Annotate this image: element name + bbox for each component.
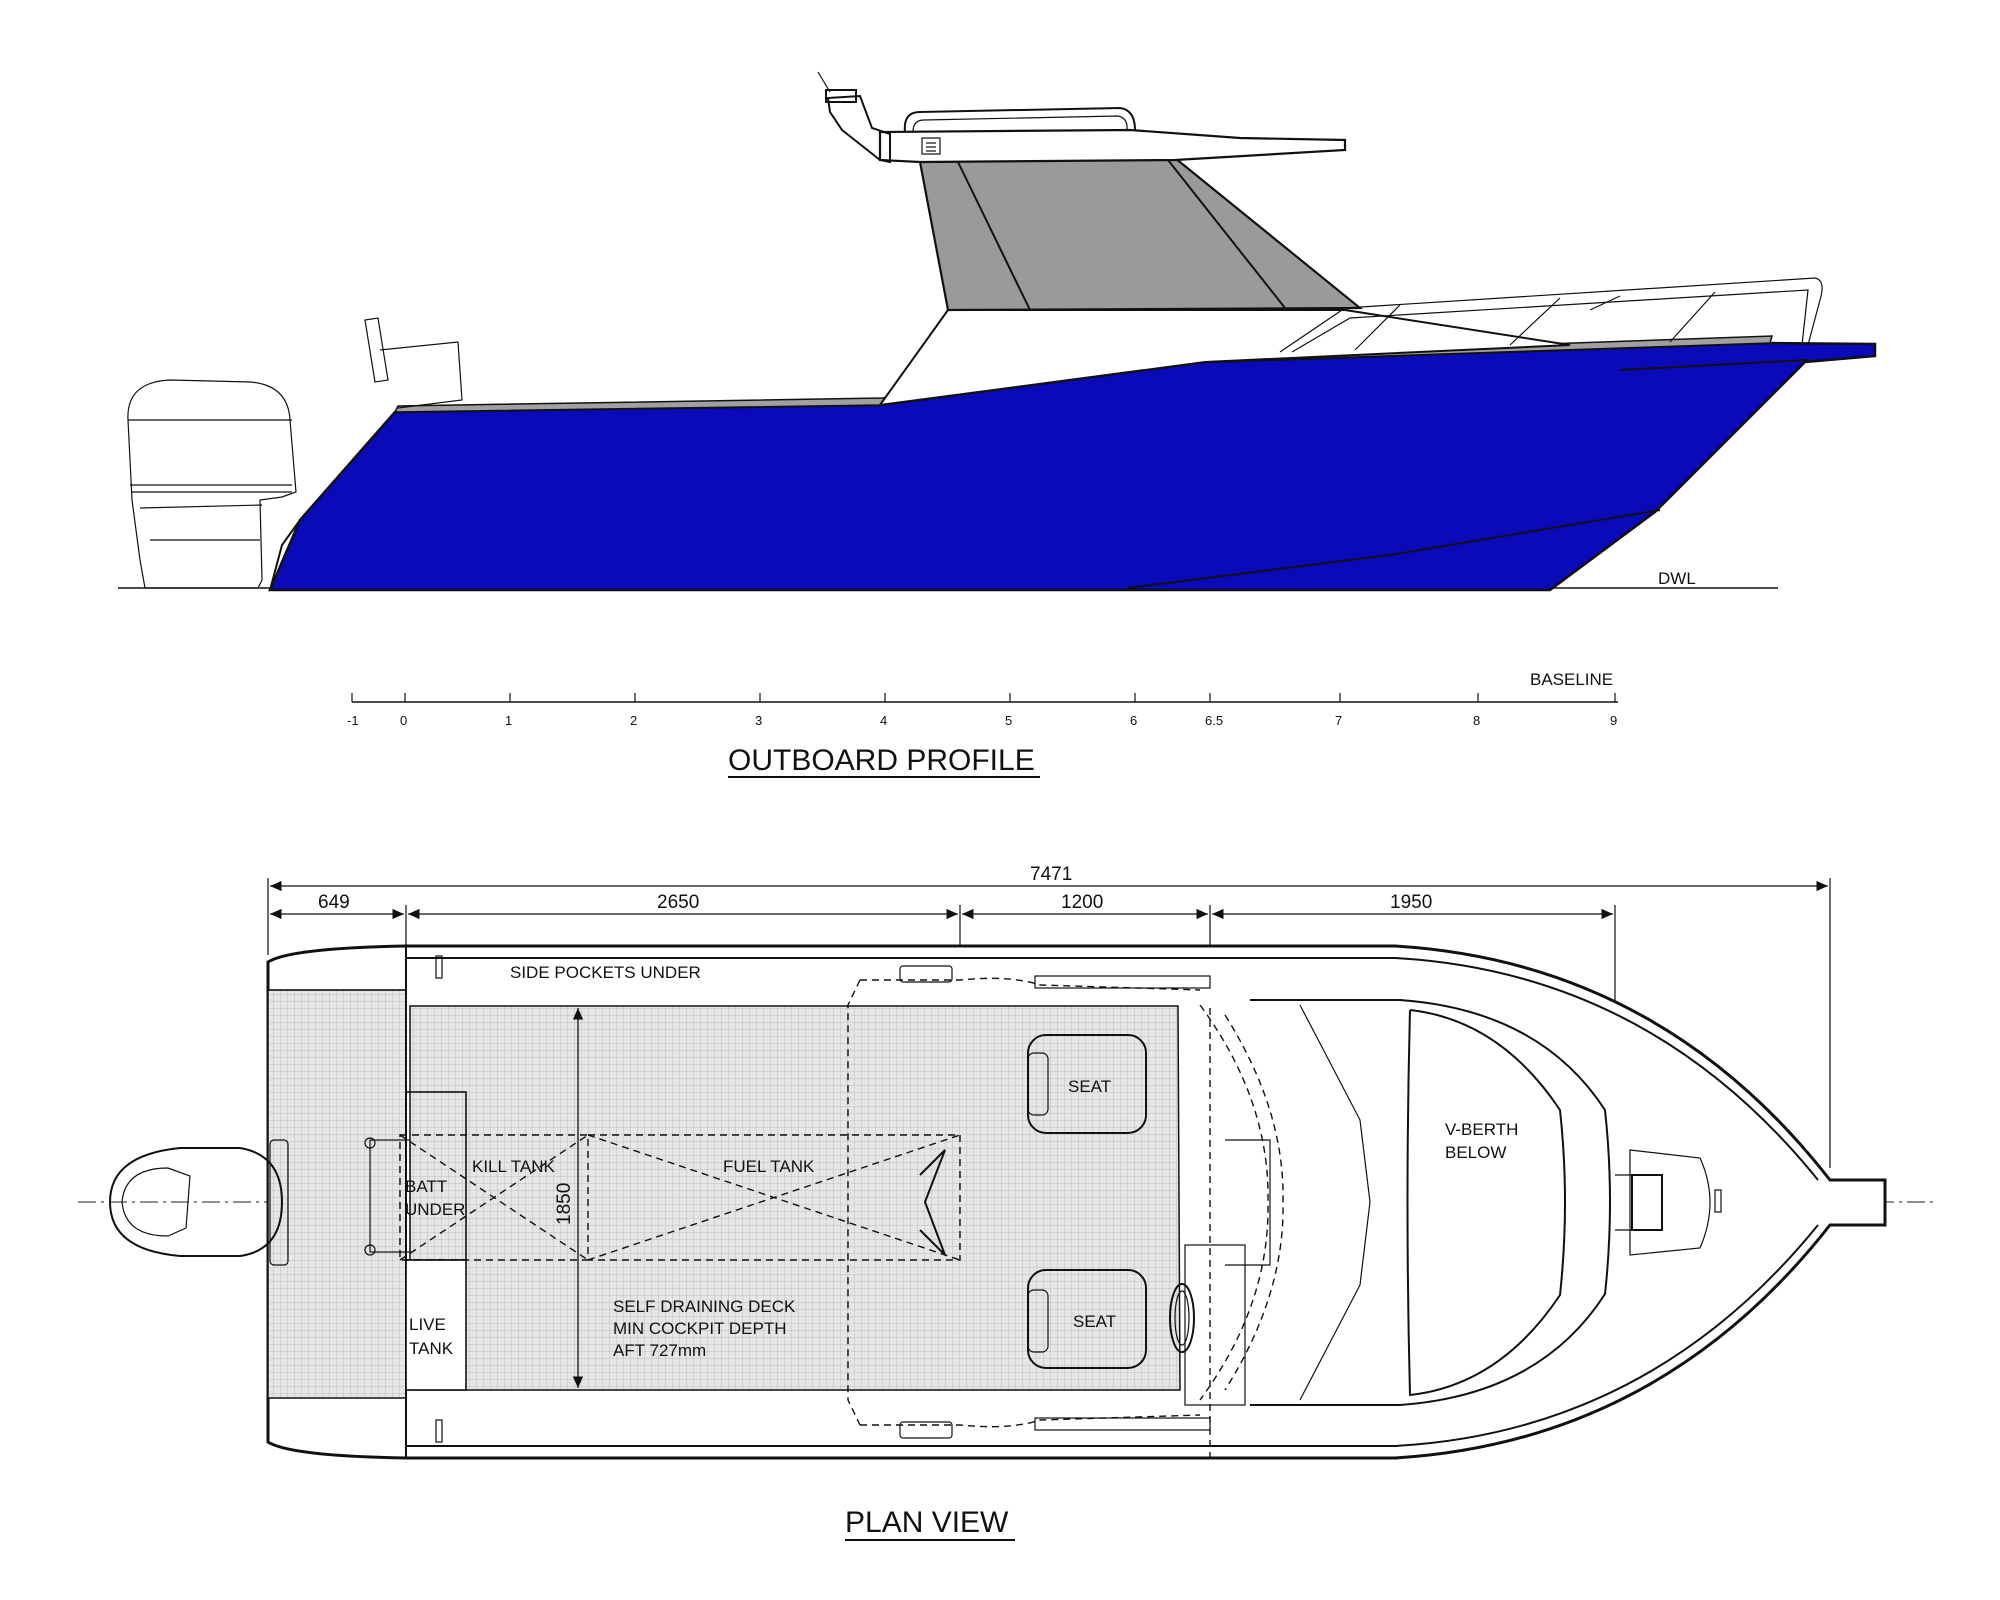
v-berth-label-line1: V-BERTH [1445, 1120, 1518, 1139]
station-label: 1 [505, 713, 512, 728]
deck-label-line1: SELF DRAINING DECK [613, 1297, 796, 1316]
live-tank-label-line1: LIVE [409, 1315, 446, 1334]
station-label: 5 [1005, 713, 1012, 728]
station-label: 6.5 [1205, 713, 1223, 728]
station-label: 3 [755, 713, 762, 728]
kill-tank-label: KILL TANK [472, 1157, 555, 1176]
station-label: 9 [1610, 713, 1617, 728]
dwl-label: DWL [1658, 569, 1696, 588]
profile-title: OUTBOARD PROFILE [728, 744, 1035, 777]
baseline-label: BASELINE [1530, 670, 1613, 689]
station-label: 2 [630, 713, 637, 728]
station-label: 7 [1335, 713, 1342, 728]
deck-label-line2: MIN COCKPIT DEPTH [613, 1319, 786, 1338]
outboard-motor [127, 379, 297, 589]
live-tank [405, 1259, 467, 1391]
batt-label-line1: BATT [405, 1177, 447, 1196]
hardtop-roof [878, 128, 1347, 164]
hull [268, 341, 1877, 592]
batt-label-line2: UNDER [405, 1200, 465, 1219]
v-berth [1250, 999, 1611, 1406]
outboard-profile: DWL BASELINE -1 0 1 2 3 4 5 6 6.5 7 8 9 OUTBOARD PR… [118, 71, 1877, 778]
station-label: 6 [1130, 713, 1137, 728]
fuel-tank-label: FUEL TANK [723, 1157, 815, 1176]
station-label: -1 [347, 713, 359, 728]
station-label: 4 [880, 713, 887, 728]
dim-segment-3: 1200 [1061, 892, 1103, 913]
dim-segment-1: 649 [318, 892, 350, 913]
transom-deck [267, 989, 407, 1399]
v-berth-label-line2: BELOW [1445, 1143, 1506, 1162]
cabin-windows [918, 156, 1364, 312]
seat-bottom-label: SEAT [1073, 1312, 1116, 1331]
side-pockets-label: SIDE POCKETS UNDER [510, 963, 701, 982]
dim-segment-2: 2650 [657, 892, 699, 913]
plan-title: PLAN VIEW [845, 1506, 1009, 1539]
seat-top-label: SEAT [1068, 1077, 1111, 1096]
bow-rail [1279, 277, 1823, 353]
live-tank-label-line2: TANK [409, 1339, 454, 1358]
dim-overall-length: 7471 [1030, 864, 1072, 885]
dim-beam: 1850 [554, 1183, 575, 1225]
cabin-side [877, 309, 1571, 407]
dim-segment-4: 1950 [1390, 892, 1432, 913]
station-label: 8 [1473, 713, 1480, 728]
station-scale: -1 0 1 2 3 4 5 6 6.5 7 8 9 [347, 693, 1618, 728]
plan-view: 7471 649 2650 1200 1950 1 [78, 864, 1935, 1541]
outboard-motor-plan [108, 1139, 289, 1266]
station-label: 0 [400, 713, 407, 728]
deck-label-line3: AFT 727mm [613, 1341, 706, 1360]
